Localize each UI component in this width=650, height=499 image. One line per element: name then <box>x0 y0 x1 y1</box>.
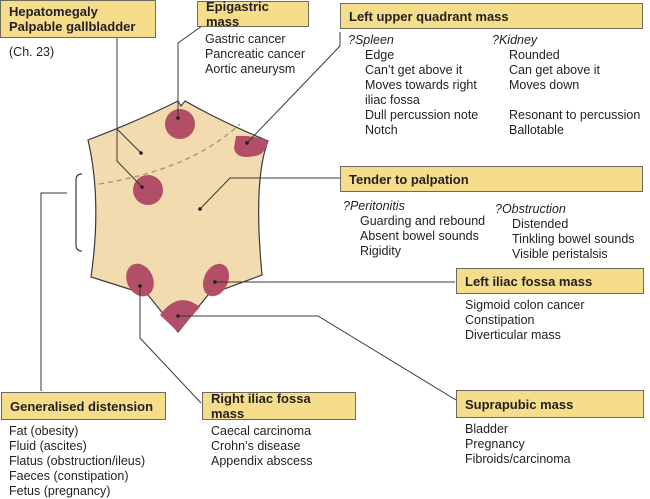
epigastric-box: Epigastric mass <box>197 0 309 29</box>
list-item: Caecal carcinoma <box>211 424 312 438</box>
list-spacer <box>492 93 640 108</box>
suprapubic-leader <box>178 315 457 401</box>
suprapubic-box: Suprapubic mass <box>456 390 644 418</box>
list-item: Distended <box>512 217 569 231</box>
epigastric-leader <box>177 25 203 118</box>
spleen-heading: ?Spleen <box>348 33 394 47</box>
luq-leader <box>246 32 341 144</box>
list-item: Crohn’s disease <box>211 439 301 453</box>
spleen-list: ?Spleen Edge Can’t get above it Moves to… <box>348 33 478 138</box>
list-item: Notch <box>365 123 398 137</box>
luq-mass-marker <box>234 135 268 157</box>
list-item: Can get above it <box>509 63 601 77</box>
hepatomegaly-title-1: Hepatomegaly <box>9 4 98 19</box>
obstruction-list: ?Obstruction Distended Tinkling bowel so… <box>495 202 635 262</box>
tender-box: Tender to palpation <box>340 166 643 192</box>
list-item: Pancreatic cancer <box>205 47 306 61</box>
generalised-box: Generalised distension <box>1 392 166 420</box>
list-item: Constipation <box>465 313 535 327</box>
lif-title: Left iliac fossa mass <box>465 273 593 289</box>
tender-leader <box>199 177 340 210</box>
list-item: iliac fossa <box>365 93 420 107</box>
luq-box: Left upper quadrant mass <box>340 3 643 29</box>
generalised-title: Generalised distension <box>10 398 154 414</box>
kidney-heading: ?Kidney <box>492 33 538 47</box>
gallbladder-mass-marker <box>133 175 163 205</box>
hepatomegaly-leader-b <box>116 128 142 154</box>
list-item: Diverticular mass <box>465 328 561 342</box>
epigastric-list: Gastric cancer Pancreatic cancer Aortic … <box>205 32 305 77</box>
luq-title: Left upper quadrant mass <box>349 8 509 24</box>
list-item: Can’t get above it <box>365 63 463 77</box>
list-item: Ballotable <box>509 123 564 137</box>
list-item: Moves down <box>509 78 580 92</box>
list-item: Resonant to percussion <box>509 108 641 122</box>
list-item: Fat (obesity) <box>9 424 79 438</box>
list-item: Moves towards right <box>365 78 477 92</box>
list-item: Pregnancy <box>465 437 525 451</box>
suprapubic-list: Bladder Pregnancy Fibroids/carcinoma <box>465 422 571 467</box>
list-item: Visible peristalsis <box>512 247 608 261</box>
list-item: Fluid (ascites) <box>9 439 87 453</box>
lif-mass-marker <box>202 263 230 297</box>
rif-leader <box>139 286 202 404</box>
kidney-list: ?Kidney Rounded Can get above it Moves d… <box>492 33 640 138</box>
generalised-list: Fat (obesity) Fluid (ascites) Flatus (ob… <box>9 424 145 499</box>
list-item: Fibroids/carcinoma <box>465 452 571 466</box>
epigastric-mass-marker <box>165 109 195 139</box>
hepatomegaly-leader-a <box>116 38 143 188</box>
peritonitis-list: ?Peritonitis Guarding and rebound Absent… <box>343 199 485 259</box>
list-item: Sigmoid colon cancer <box>465 298 585 312</box>
rif-list: Caecal carcinoma Crohn’s disease Appendi… <box>211 424 312 469</box>
epigastric-title: Epigastric mass <box>206 0 269 29</box>
lif-box: Left iliac fossa mass <box>456 268 644 294</box>
hepatomegaly-box: Hepatomegaly Palpable gallbladder <box>0 0 156 38</box>
list-item: Aortic aneurysm <box>205 62 296 76</box>
costal-margin-line <box>98 123 241 185</box>
list-item: Faeces (constipation) <box>9 469 129 483</box>
peritonitis-heading: ?Peritonitis <box>343 199 405 213</box>
list-item: Tinkling bowel sounds <box>512 232 635 246</box>
list-item: Fetus (pregnancy) <box>9 484 111 498</box>
list-item: Rounded <box>509 48 560 62</box>
list-item: Absent bowel sounds <box>360 229 479 243</box>
distension-bracket <box>75 173 83 252</box>
tender-title: Tender to palpation <box>349 171 469 187</box>
list-item: Guarding and rebound <box>360 214 486 228</box>
list-item: Appendix abscess <box>211 454 313 468</box>
hepatomegaly-title-2: Palpable gallbladder <box>9 19 136 34</box>
rif-box: Right iliac fossa mass <box>202 391 356 421</box>
list-item: Gastric cancer <box>205 32 286 46</box>
lif-list: Sigmoid colon cancer Constipation Divert… <box>465 298 585 343</box>
list-item: Rigidity <box>360 244 401 258</box>
list-item: Flatus (obstruction/ileus) <box>9 454 146 468</box>
rif-title: Right iliac fossa mass <box>211 391 311 421</box>
obstruction-heading: ?Obstruction <box>495 202 566 216</box>
rif-mass-marker <box>126 263 154 297</box>
chapter-note: (Ch. 23) <box>9 45 55 59</box>
list-item: Edge <box>365 48 395 62</box>
suprapubic-title: Suprapubic mass <box>465 396 574 412</box>
list-item: Bladder <box>465 422 509 436</box>
list-item: Dull percussion note <box>365 108 479 122</box>
generalised-leader <box>40 192 67 391</box>
